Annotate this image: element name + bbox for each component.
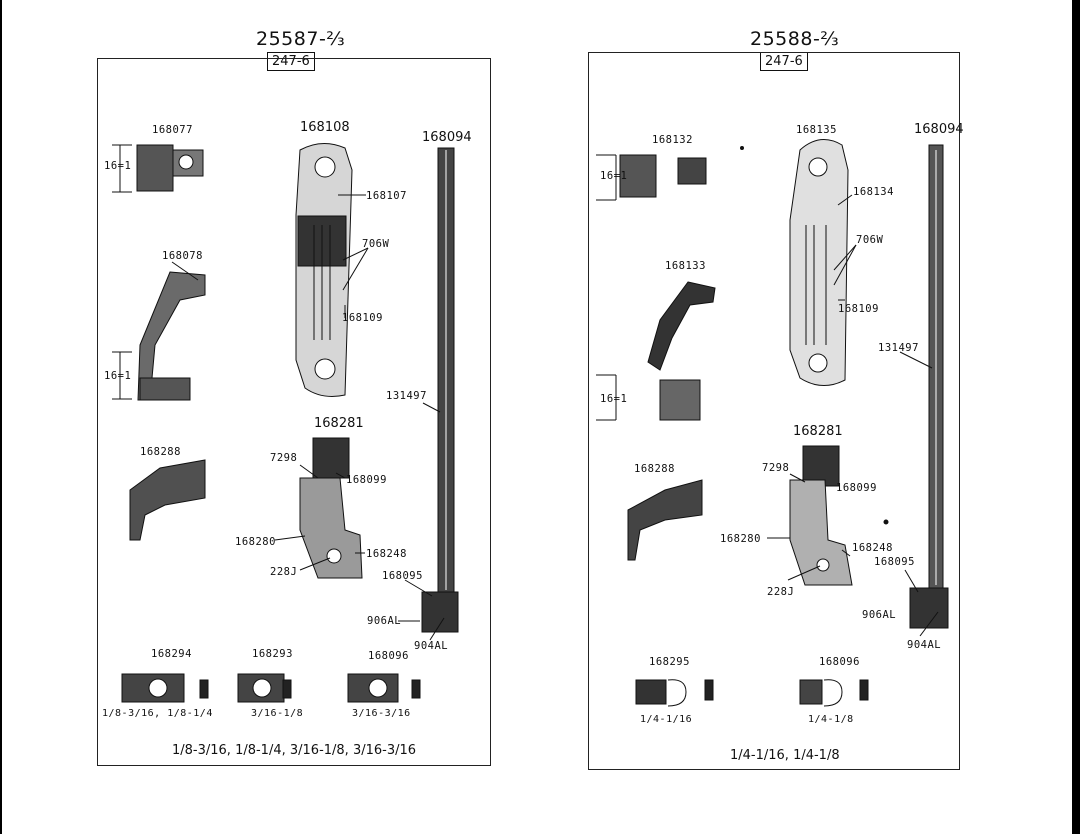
left-panel-frame [97, 58, 491, 766]
right-panel-caption: 1/4-1/16, 1/4-1/8 [730, 748, 840, 763]
right-presser-foot-168281 [767, 445, 853, 586]
label-gauge-left-1: 16=1 [104, 160, 132, 172]
label-168094-right: 168094 [914, 122, 964, 137]
label-size-right-2: 1/4-1/8 [808, 714, 854, 725]
right-feed-dog-168132 [596, 154, 707, 201]
right-part-168288 [627, 479, 703, 561]
label-168099-right: 168099 [836, 482, 877, 494]
right-looper-168133 [596, 281, 716, 421]
label-904al-left: 904AL [414, 640, 449, 652]
page-right-edge [1072, 0, 1080, 834]
label-168133: 168133 [665, 260, 706, 272]
label-168108: 168108 [300, 120, 350, 135]
left-presser-foot-168281 [274, 437, 365, 579]
label-168135: 168135 [796, 124, 837, 136]
label-168248-left: 168248 [366, 548, 407, 560]
right-needle-plate-168135 [789, 139, 857, 386]
label-168096-left: 168096 [368, 650, 409, 662]
label-size-left-2: 3/16-1/8 [251, 708, 304, 719]
label-168281-left: 168281 [314, 416, 364, 431]
label-168295: 168295 [649, 656, 690, 668]
label-gauge-right-1: 16=1 [600, 170, 628, 182]
left-panel-code: 247-6 [267, 52, 315, 71]
label-168096-right: 168096 [819, 656, 860, 668]
right-panel-title: 25588-⅔ [750, 28, 840, 50]
label-168288-left: 168288 [140, 446, 181, 458]
left-part-168288 [129, 459, 206, 541]
left-feed-dog-168077 [112, 144, 204, 193]
label-168094-left: 168094 [422, 130, 472, 145]
label-168109-right: 168109 [838, 303, 879, 315]
right-bar-168094 [899, 144, 949, 637]
label-906al-right: 906AL [862, 609, 897, 621]
label-168293: 168293 [252, 648, 293, 660]
label-168078: 168078 [162, 250, 203, 262]
right-throat-plates [635, 679, 869, 707]
label-168288-right: 168288 [634, 463, 675, 475]
label-168095-left: 168095 [382, 570, 423, 582]
label-168134: 168134 [853, 186, 894, 198]
label-gauge-left-2: 16=1 [104, 370, 132, 382]
label-904al-right: 904AL [907, 639, 942, 651]
left-looper-168078 [112, 261, 206, 401]
left-bar-168094 [398, 147, 459, 641]
label-168294: 168294 [151, 648, 192, 660]
label-228j-left: 228J [270, 566, 298, 578]
label-168109-left: 168109 [342, 312, 383, 324]
label-131497-left: 131497 [386, 390, 427, 402]
label-168280-right: 168280 [720, 533, 761, 545]
label-size-right-1: 1/4-1/16 [640, 714, 693, 725]
right-panel-frame [588, 52, 960, 770]
label-size-left-3: 3/16-3/16 [352, 708, 411, 719]
label-7298-right: 7298 [762, 462, 790, 474]
label-168132: 168132 [652, 134, 693, 146]
label-906al-left: 906AL [367, 615, 402, 627]
left-needle-plate-168108 [295, 143, 369, 397]
label-706w-right: 706W [856, 234, 884, 246]
label-168077: 168077 [152, 124, 193, 136]
label-168099-left: 168099 [346, 474, 387, 486]
left-panel-title: 25587-⅔ [256, 28, 346, 50]
label-706w-left: 706W [362, 238, 390, 250]
label-size-left-1: 1/8-3/16, 1/8-1/4 [102, 708, 213, 719]
label-168248-right: 168248 [852, 542, 893, 554]
label-131497-right: 131497 [878, 342, 919, 354]
label-7298-left: 7298 [270, 452, 298, 464]
label-gauge-right-2: 16=1 [600, 393, 628, 405]
left-throat-plates [121, 673, 421, 703]
label-168281-right: 168281 [793, 424, 843, 439]
page-left-edge [0, 0, 2, 834]
label-168280-left: 168280 [235, 536, 276, 548]
left-panel-caption: 1/8-3/16, 1/8-1/4, 3/16-1/8, 3/16-3/16 [172, 743, 417, 758]
label-228j-right: 228J [767, 586, 795, 598]
label-168095-right: 168095 [874, 556, 915, 568]
label-168107: 168107 [366, 190, 407, 202]
